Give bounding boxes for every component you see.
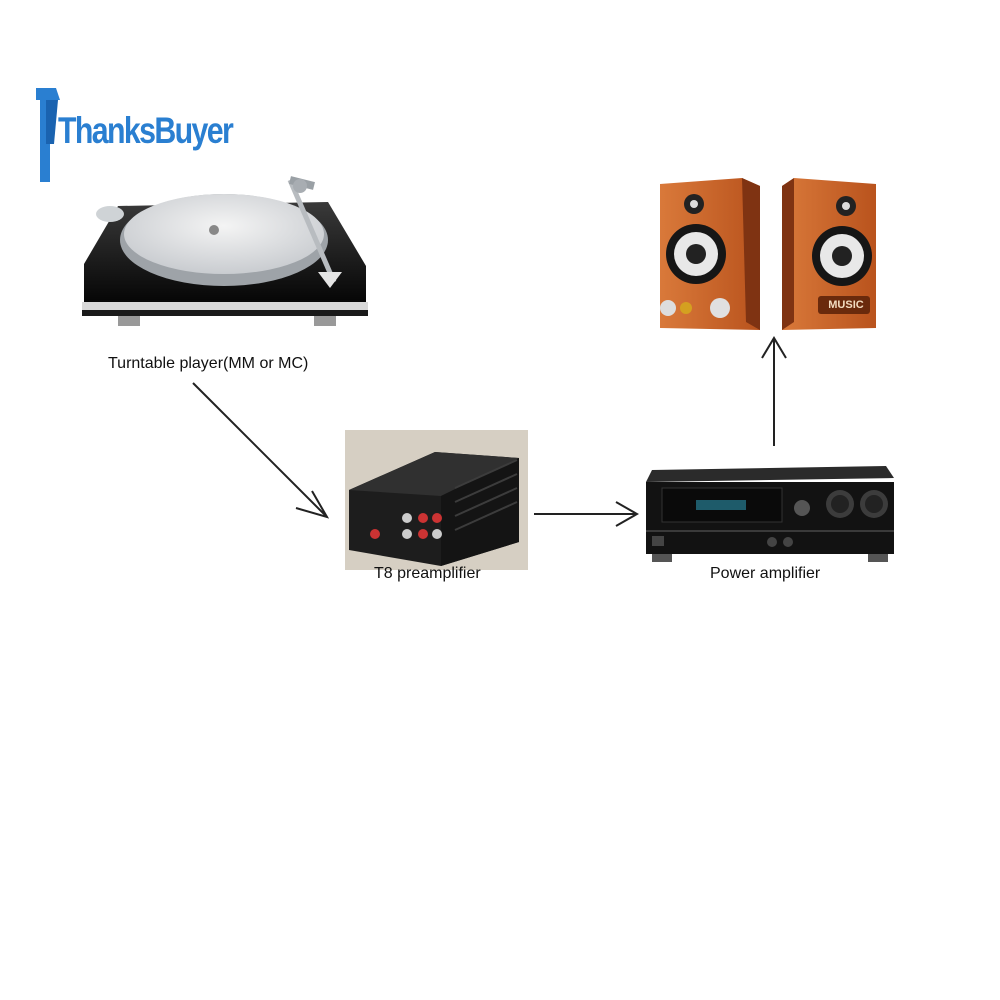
turntable-label: Turntable player(MM or MC) [108,355,309,372]
turntable-image [78,164,368,344]
preamp-label: T8 preamplifier [374,565,481,582]
amplifier-image [642,460,898,568]
brand-logo: ThanksBuyer [34,84,234,188]
speaker-badge-text: MUSIC [828,299,864,311]
logo-mark-icon [36,88,60,182]
amplifier-label: Power amplifier [710,565,821,582]
preamp-image [345,430,528,570]
arrow-turntable-to-preamp [192,382,328,518]
speakers-image [642,176,894,334]
logo-text: ThanksBuyer [58,110,234,151]
